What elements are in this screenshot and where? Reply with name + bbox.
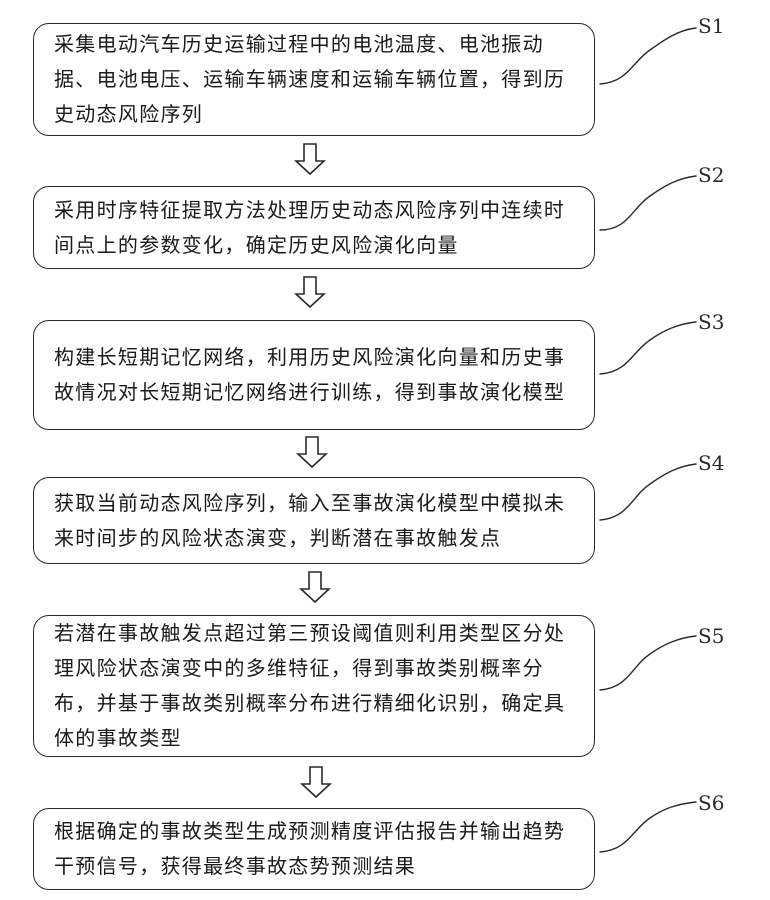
step-label-s2: S2: [698, 163, 724, 187]
leader-line-s2: [600, 176, 696, 230]
step-text-s3: 构建长短期记忆网络，利用历史风险演化向量和历史事故情况对长短期记忆网络进行训练，…: [54, 340, 580, 410]
leader-line-s3: [600, 322, 696, 374]
step-text-s2: 采用时序特征提取方法处理历史动态风险序列中连续时间点上的参数变化，确定历史风险演…: [54, 193, 580, 263]
step-text-s6: 根据确定的事故类型生成预测精度评估报告并输出趋势干预信号，获得最终事故态势预测结…: [54, 814, 580, 884]
step-text-s5: 若潜在事故触发点超过第三预设阈值则利用类型区分处理风险状态演变中的多维特征，得到…: [54, 616, 580, 756]
step-label-s4: S4: [698, 451, 724, 475]
down-arrow-icon: [296, 277, 324, 307]
down-arrow-icon: [302, 767, 330, 797]
down-arrow-icon: [296, 144, 324, 174]
step-label-s3: S3: [698, 310, 724, 334]
down-arrow-icon: [301, 572, 329, 602]
step-box-s6: 根据确定的事故类型生成预测精度评估报告并输出趋势干预信号，获得最终事故态势预测结…: [33, 808, 595, 890]
step-label-s5: S5: [698, 624, 724, 648]
step-label-s1: S1: [698, 14, 724, 38]
step-box-s1: 采集电动汽车历史运输过程中的电池温度、电池振动据、电池电压、运输车辆速度和运输车…: [33, 23, 595, 136]
step-text-s1: 采集电动汽车历史运输过程中的电池温度、电池振动据、电池电压、运输车辆速度和运输车…: [54, 27, 580, 132]
step-box-s5: 若潜在事故触发点超过第三预设阈值则利用类型区分处理风险状态演变中的多维特征，得到…: [33, 615, 595, 757]
leader-line-s6: [600, 802, 696, 852]
step-text-s4: 获取当前动态风险序列，输入至事故演化模型中模拟未来时间步的风险状态演变，判断潜在…: [54, 486, 580, 556]
step-box-s4: 获取当前动态风险序列，输入至事故演化模型中模拟未来时间步的风险状态演变，判断潜在…: [33, 477, 595, 564]
leader-line-s5: [600, 636, 696, 690]
leader-line-s1: [600, 28, 696, 84]
step-label-s6: S6: [698, 791, 724, 815]
step-box-s3: 构建长短期记忆网络，利用历史风险演化向量和历史事故情况对长短期记忆网络进行训练，…: [33, 320, 595, 430]
leader-line-s4: [600, 464, 696, 520]
down-arrow-icon: [298, 437, 326, 467]
step-box-s2: 采用时序特征提取方法处理历史动态风险序列中连续时间点上的参数变化，确定历史风险演…: [33, 186, 595, 269]
